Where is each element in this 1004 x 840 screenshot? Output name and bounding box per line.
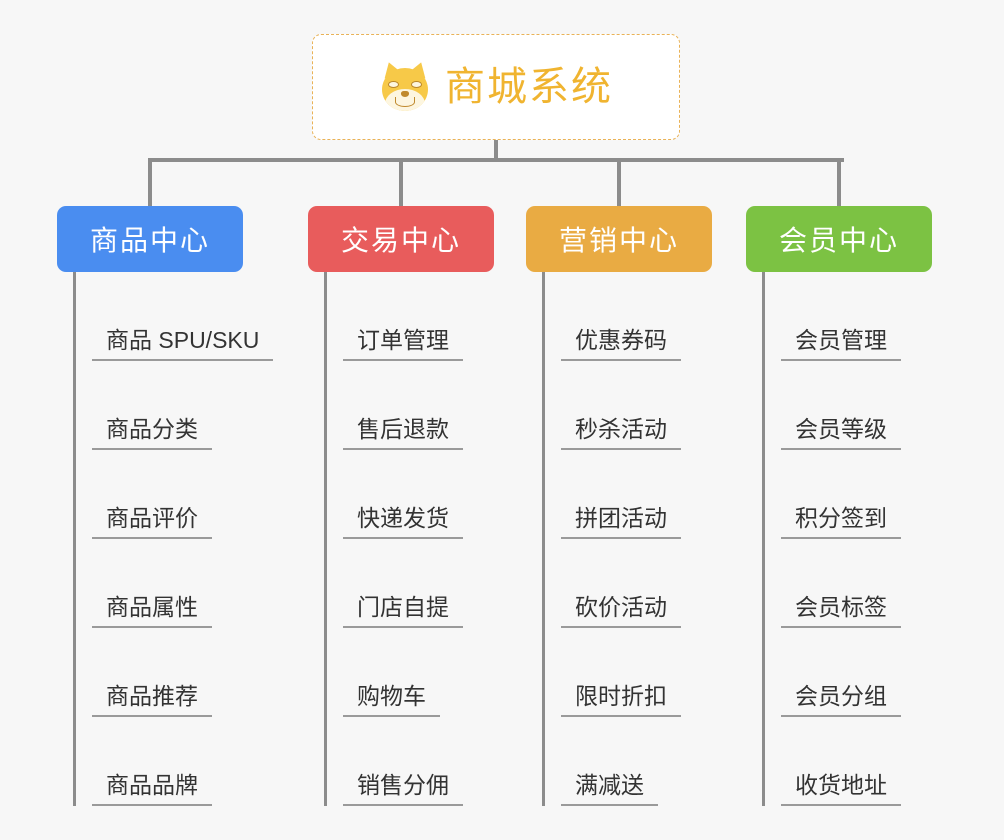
connector-horizontal-bus [150, 158, 844, 162]
leaf-item[interactable]: 商品评价 [92, 450, 243, 539]
leaf-item[interactable]: 收货地址 [781, 717, 932, 806]
leaf-item[interactable]: 秒杀活动 [561, 361, 712, 450]
connector-drop-1 [148, 158, 152, 208]
leaf-item[interactable]: 会员标签 [781, 539, 932, 628]
leaf-item-label: 拼团活动 [561, 505, 681, 539]
leaf-item-label: 商品推荐 [92, 683, 212, 717]
leaf-item-label: 会员等级 [781, 416, 901, 450]
category-items-2: 订单管理售后退款快递发货门店自提购物车销售分佣 [324, 272, 494, 806]
connector-drop-3 [617, 158, 621, 208]
leaf-item-label: 会员分组 [781, 683, 901, 717]
category-header-3[interactable]: 营销中心 [526, 206, 712, 272]
category-column-4: 会员中心会员管理会员等级积分签到会员标签会员分组收货地址 [746, 206, 932, 806]
connector-root-stem [494, 140, 498, 162]
root-title: 商城系统 [445, 65, 613, 109]
leaf-item-label: 优惠券码 [561, 327, 681, 361]
leaf-item[interactable]: 满减送 [561, 717, 712, 806]
leaf-item[interactable]: 销售分佣 [343, 717, 494, 806]
category-items-4: 会员管理会员等级积分签到会员标签会员分组收货地址 [762, 272, 932, 806]
leaf-item-label: 商品 SPU/SKU [92, 327, 274, 361]
leaf-item-label: 会员管理 [781, 327, 901, 361]
leaf-item[interactable]: 砍价活动 [561, 539, 712, 628]
leaf-item-label: 秒杀活动 [561, 416, 681, 450]
category-column-1: 商品中心商品 SPU/SKU 商品分类商品评价商品属性商品推荐商品品牌 [57, 206, 274, 806]
leaf-item[interactable]: 拼团活动 [561, 450, 712, 539]
leaf-item-label: 订单管理 [343, 327, 463, 361]
connector-drop-4 [837, 158, 841, 208]
leaf-item[interactable]: 会员等级 [781, 361, 932, 450]
leaf-item-label: 砍价活动 [561, 594, 681, 628]
shiba-inu-icon [379, 59, 431, 113]
leaf-item-label: 售后退款 [343, 416, 463, 450]
leaf-item[interactable]: 商品属性 [92, 539, 243, 628]
category-header-1[interactable]: 商品中心 [57, 206, 243, 272]
leaf-item[interactable]: 门店自提 [343, 539, 494, 628]
leaf-item[interactable]: 售后退款 [343, 361, 494, 450]
root-node[interactable]: 商城系统 [312, 34, 680, 140]
leaf-item-label: 商品品牌 [92, 772, 212, 806]
leaf-item[interactable]: 快递发货 [343, 450, 494, 539]
category-header-4[interactable]: 会员中心 [746, 206, 932, 272]
leaf-item[interactable]: 购物车 [343, 628, 494, 717]
leaf-item-label: 快递发货 [343, 505, 463, 539]
leaf-item-label: 积分签到 [781, 505, 901, 539]
leaf-item[interactable]: 限时折扣 [561, 628, 712, 717]
leaf-item[interactable]: 商品分类 [92, 361, 243, 450]
leaf-item-label: 门店自提 [343, 594, 463, 628]
leaf-item-label: 商品分类 [92, 416, 212, 450]
leaf-item[interactable]: 商品品牌 [92, 717, 243, 806]
leaf-item[interactable]: 订单管理 [343, 272, 494, 361]
category-column-2: 交易中心订单管理售后退款快递发货门店自提购物车销售分佣 [308, 206, 494, 806]
leaf-item-label: 会员标签 [781, 594, 901, 628]
leaf-item-label: 销售分佣 [343, 772, 463, 806]
leaf-item-label: 限时折扣 [561, 683, 681, 717]
category-header-2[interactable]: 交易中心 [308, 206, 494, 272]
leaf-item-label: 满减送 [561, 772, 658, 806]
leaf-item[interactable]: 会员分组 [781, 628, 932, 717]
leaf-item-label: 商品评价 [92, 505, 212, 539]
connector-drop-2 [399, 158, 403, 208]
leaf-item[interactable]: 商品 SPU/SKU [92, 272, 274, 361]
leaf-item[interactable]: 优惠券码 [561, 272, 712, 361]
leaf-item-label: 收货地址 [781, 772, 901, 806]
category-column-3: 营销中心优惠券码秒杀活动拼团活动砍价活动限时折扣满减送 [526, 206, 712, 806]
category-items-1: 商品 SPU/SKU 商品分类商品评价商品属性商品推荐商品品牌 [73, 272, 274, 806]
leaf-item[interactable]: 商品推荐 [92, 628, 243, 717]
leaf-item-label: 商品属性 [92, 594, 212, 628]
leaf-item[interactable]: 积分签到 [781, 450, 932, 539]
category-items-3: 优惠券码秒杀活动拼团活动砍价活动限时折扣满减送 [542, 272, 712, 806]
leaf-item[interactable]: 会员管理 [781, 272, 932, 361]
leaf-item-label: 购物车 [343, 683, 440, 717]
